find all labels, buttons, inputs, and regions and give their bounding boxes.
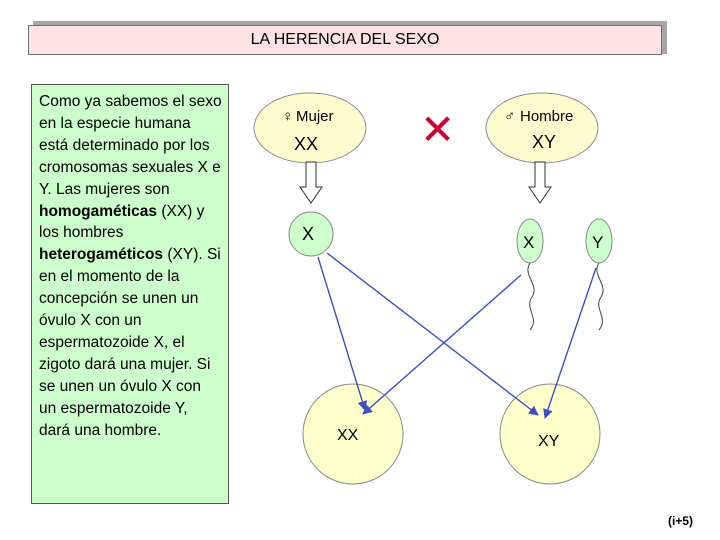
title-banner: LA HERENCIA DEL SEXO: [28, 25, 662, 55]
sperm-x-to-female-arrow: [362, 274, 522, 415]
father-down-arrow: [528, 161, 552, 204]
female-symbol-icon: ♀: [282, 108, 293, 125]
term-homogameticas: homogaméticas: [39, 202, 158, 220]
sperm-x-chromosome: X: [523, 233, 534, 252]
father-label: Hombre: [520, 108, 573, 125]
zygote-female-circle: [302, 383, 404, 485]
explanation-panel: Como ya sabemos el sexo en la especie hu…: [31, 84, 229, 504]
mother-down-arrow: [299, 161, 323, 204]
ovum-to-male-arrow: [326, 252, 539, 416]
father-genotype: XY: [532, 132, 556, 152]
sperm-x-tail: [527, 262, 535, 331]
sperm-y-chromosome: Y: [592, 233, 603, 252]
sperm-y-tail: [596, 262, 604, 331]
ovum-chromosome: X: [302, 224, 314, 244]
zygote-male-circle: [499, 383, 601, 485]
ovum-circle: [288, 211, 334, 257]
explanation-text-2: (XX) y los hombres: [39, 202, 205, 242]
zygote-male-genotype: XY: [538, 433, 560, 450]
term-heterogameticos: heterogaméticos: [39, 246, 164, 264]
mother-genotype: XX: [294, 134, 318, 154]
explanation-text-3: (XY). Si en el momento de la concepción …: [39, 246, 221, 439]
explanation-text-1: Como ya sabemos el sexo en la especie hu…: [39, 93, 222, 198]
mother-label: Mujer: [296, 108, 334, 125]
slide-footer: (i+5): [668, 514, 694, 528]
father-oval: [485, 92, 599, 164]
page-title: LA HERENCIA DEL SEXO: [250, 31, 440, 48]
ovum-to-female-arrow: [317, 256, 368, 411]
male-symbol-icon: ♂: [504, 108, 515, 125]
zygote-female-genotype: XX: [337, 427, 359, 444]
cross-icon: ✕: [420, 106, 455, 153]
sperm-y-to-male-arrow: [543, 267, 597, 419]
